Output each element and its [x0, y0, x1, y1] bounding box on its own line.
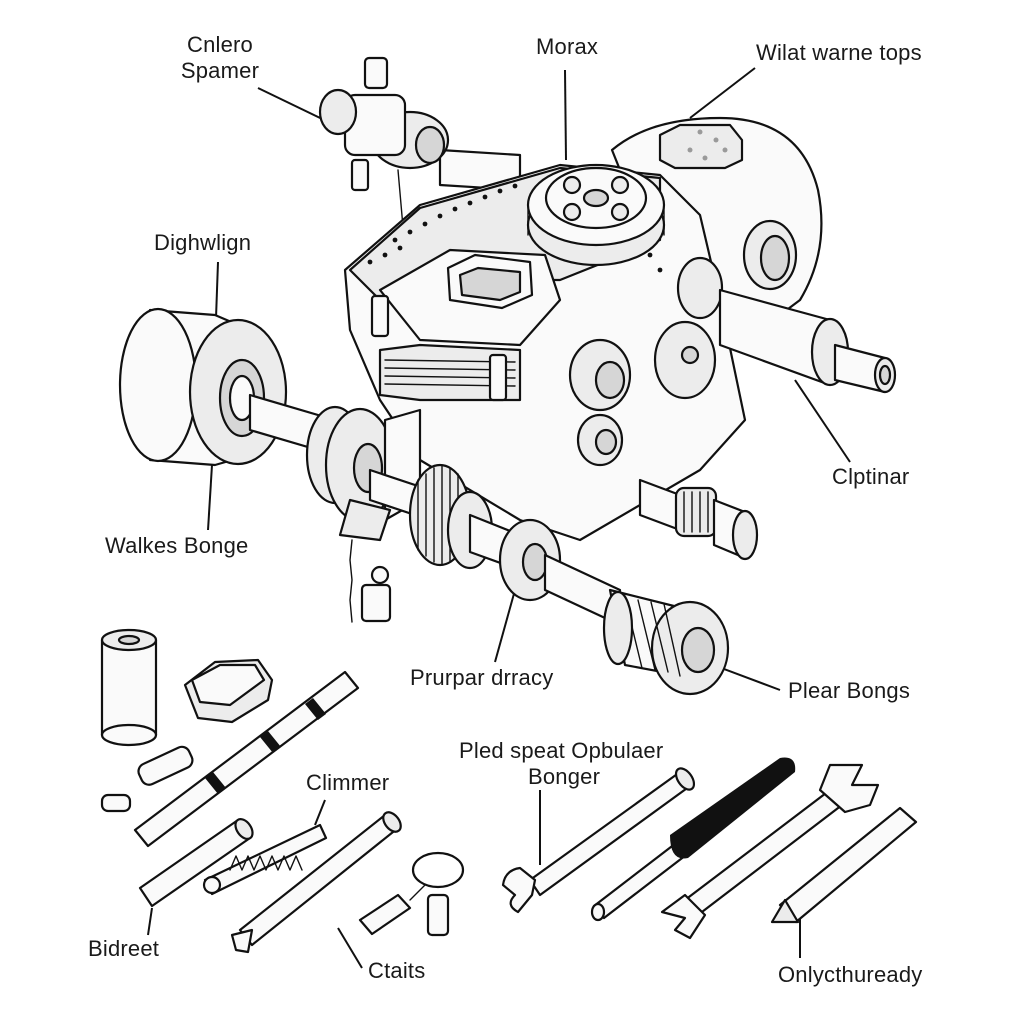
label-plear-bongs: Plear Bongs: [788, 678, 911, 703]
label-morax: Morax: [536, 34, 599, 59]
label-onlycthuready: Onlycthuready: [778, 962, 923, 987]
key-ring-icon: [358, 851, 465, 937]
label-bidreet: Bidreet: [88, 936, 160, 961]
leader-lines: [147, 67, 851, 969]
screwdriver-icon: [590, 757, 796, 922]
label-walkes-bonge: Walkes Bonge: [105, 533, 249, 558]
label-wilat-warne-tops: Wilat warne tops: [756, 40, 922, 65]
gearbox-assembly-icon: [118, 56, 897, 696]
spring-icon: [202, 823, 328, 896]
label-climmer: Climmer: [306, 770, 390, 795]
wrench-icon: [660, 763, 880, 940]
label-clptinar: Clptinar: [832, 464, 910, 489]
label-dighwlign: Dighwlign: [154, 230, 252, 255]
wrench-icon: [501, 767, 696, 914]
label-bonger: Bonger: [528, 764, 601, 789]
label-pled-speat-opbulaer: Pled speat Opbulaer: [459, 738, 664, 763]
label-prurpar-drracy: Prurpar drracy: [410, 665, 554, 690]
label-cnlero: Cnlero: [186, 32, 253, 57]
label-spamer: Spamer: [180, 58, 260, 83]
label-ctaits: Ctaits: [368, 958, 426, 983]
bushing-icon: [100, 628, 158, 747]
loose-parts: [100, 628, 918, 954]
